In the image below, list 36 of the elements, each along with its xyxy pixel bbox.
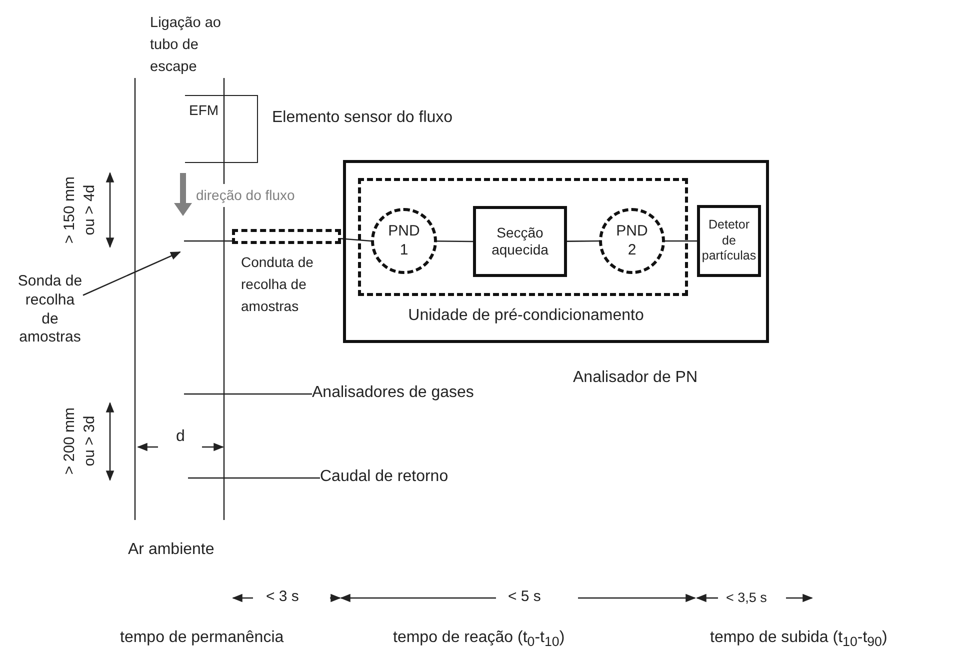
dimension-label: > 200 mm ou > 3d xyxy=(60,406,99,477)
node-text: Analisadores de gases xyxy=(312,383,474,403)
time-caption: tempo de reação (t$_{0}$-t$_{10}$) xyxy=(393,628,565,650)
node-text: Caudal de retorno xyxy=(320,467,448,487)
heated-section-box xyxy=(473,206,567,277)
dimension-label: > 150 mm ou > 4d xyxy=(60,175,99,246)
flow-direction-label: direção do fluxo xyxy=(196,186,295,204)
node-text: PND 2 xyxy=(615,222,649,260)
connection-label: Ligação ao tubo de escape xyxy=(150,14,222,77)
connector-line xyxy=(567,240,599,242)
node-text: Analisador de PN xyxy=(573,368,698,388)
leader-line xyxy=(188,477,320,479)
ambient-air-label: Ar ambiente xyxy=(128,540,214,560)
time-label: < 5 s xyxy=(508,587,541,606)
connector-line xyxy=(340,238,372,242)
time-caption: tempo de subida (t$_{10}$-t$_{90}$) xyxy=(710,628,888,650)
sensor-label: Elemento sensor do fluxo xyxy=(272,108,453,128)
connector-line xyxy=(665,240,697,242)
node-text: Detetor de partículas xyxy=(700,218,758,264)
node-text: EFM xyxy=(189,102,219,120)
node-text: Secção aquecida xyxy=(490,224,550,259)
node-text: Sonda de recolha de amostras xyxy=(17,272,83,348)
detector-box xyxy=(697,205,761,277)
node-text: Conduta de recolha de amostras xyxy=(241,253,314,316)
dashed-circle xyxy=(599,208,665,274)
flow-meter-box xyxy=(185,95,258,163)
node-text: Unidade de pré-condicionamento xyxy=(407,306,645,326)
leader-line xyxy=(82,251,181,296)
time-label: < 3 s xyxy=(266,587,299,606)
time-label: < 3,5 s xyxy=(726,589,767,607)
dimension-label: d xyxy=(176,427,185,447)
dashed-circle xyxy=(371,208,437,274)
connector-line xyxy=(437,240,473,242)
leader-line xyxy=(184,393,312,395)
node-text: PND 1 xyxy=(387,222,421,260)
time-caption: tempo de permanência xyxy=(120,628,284,648)
